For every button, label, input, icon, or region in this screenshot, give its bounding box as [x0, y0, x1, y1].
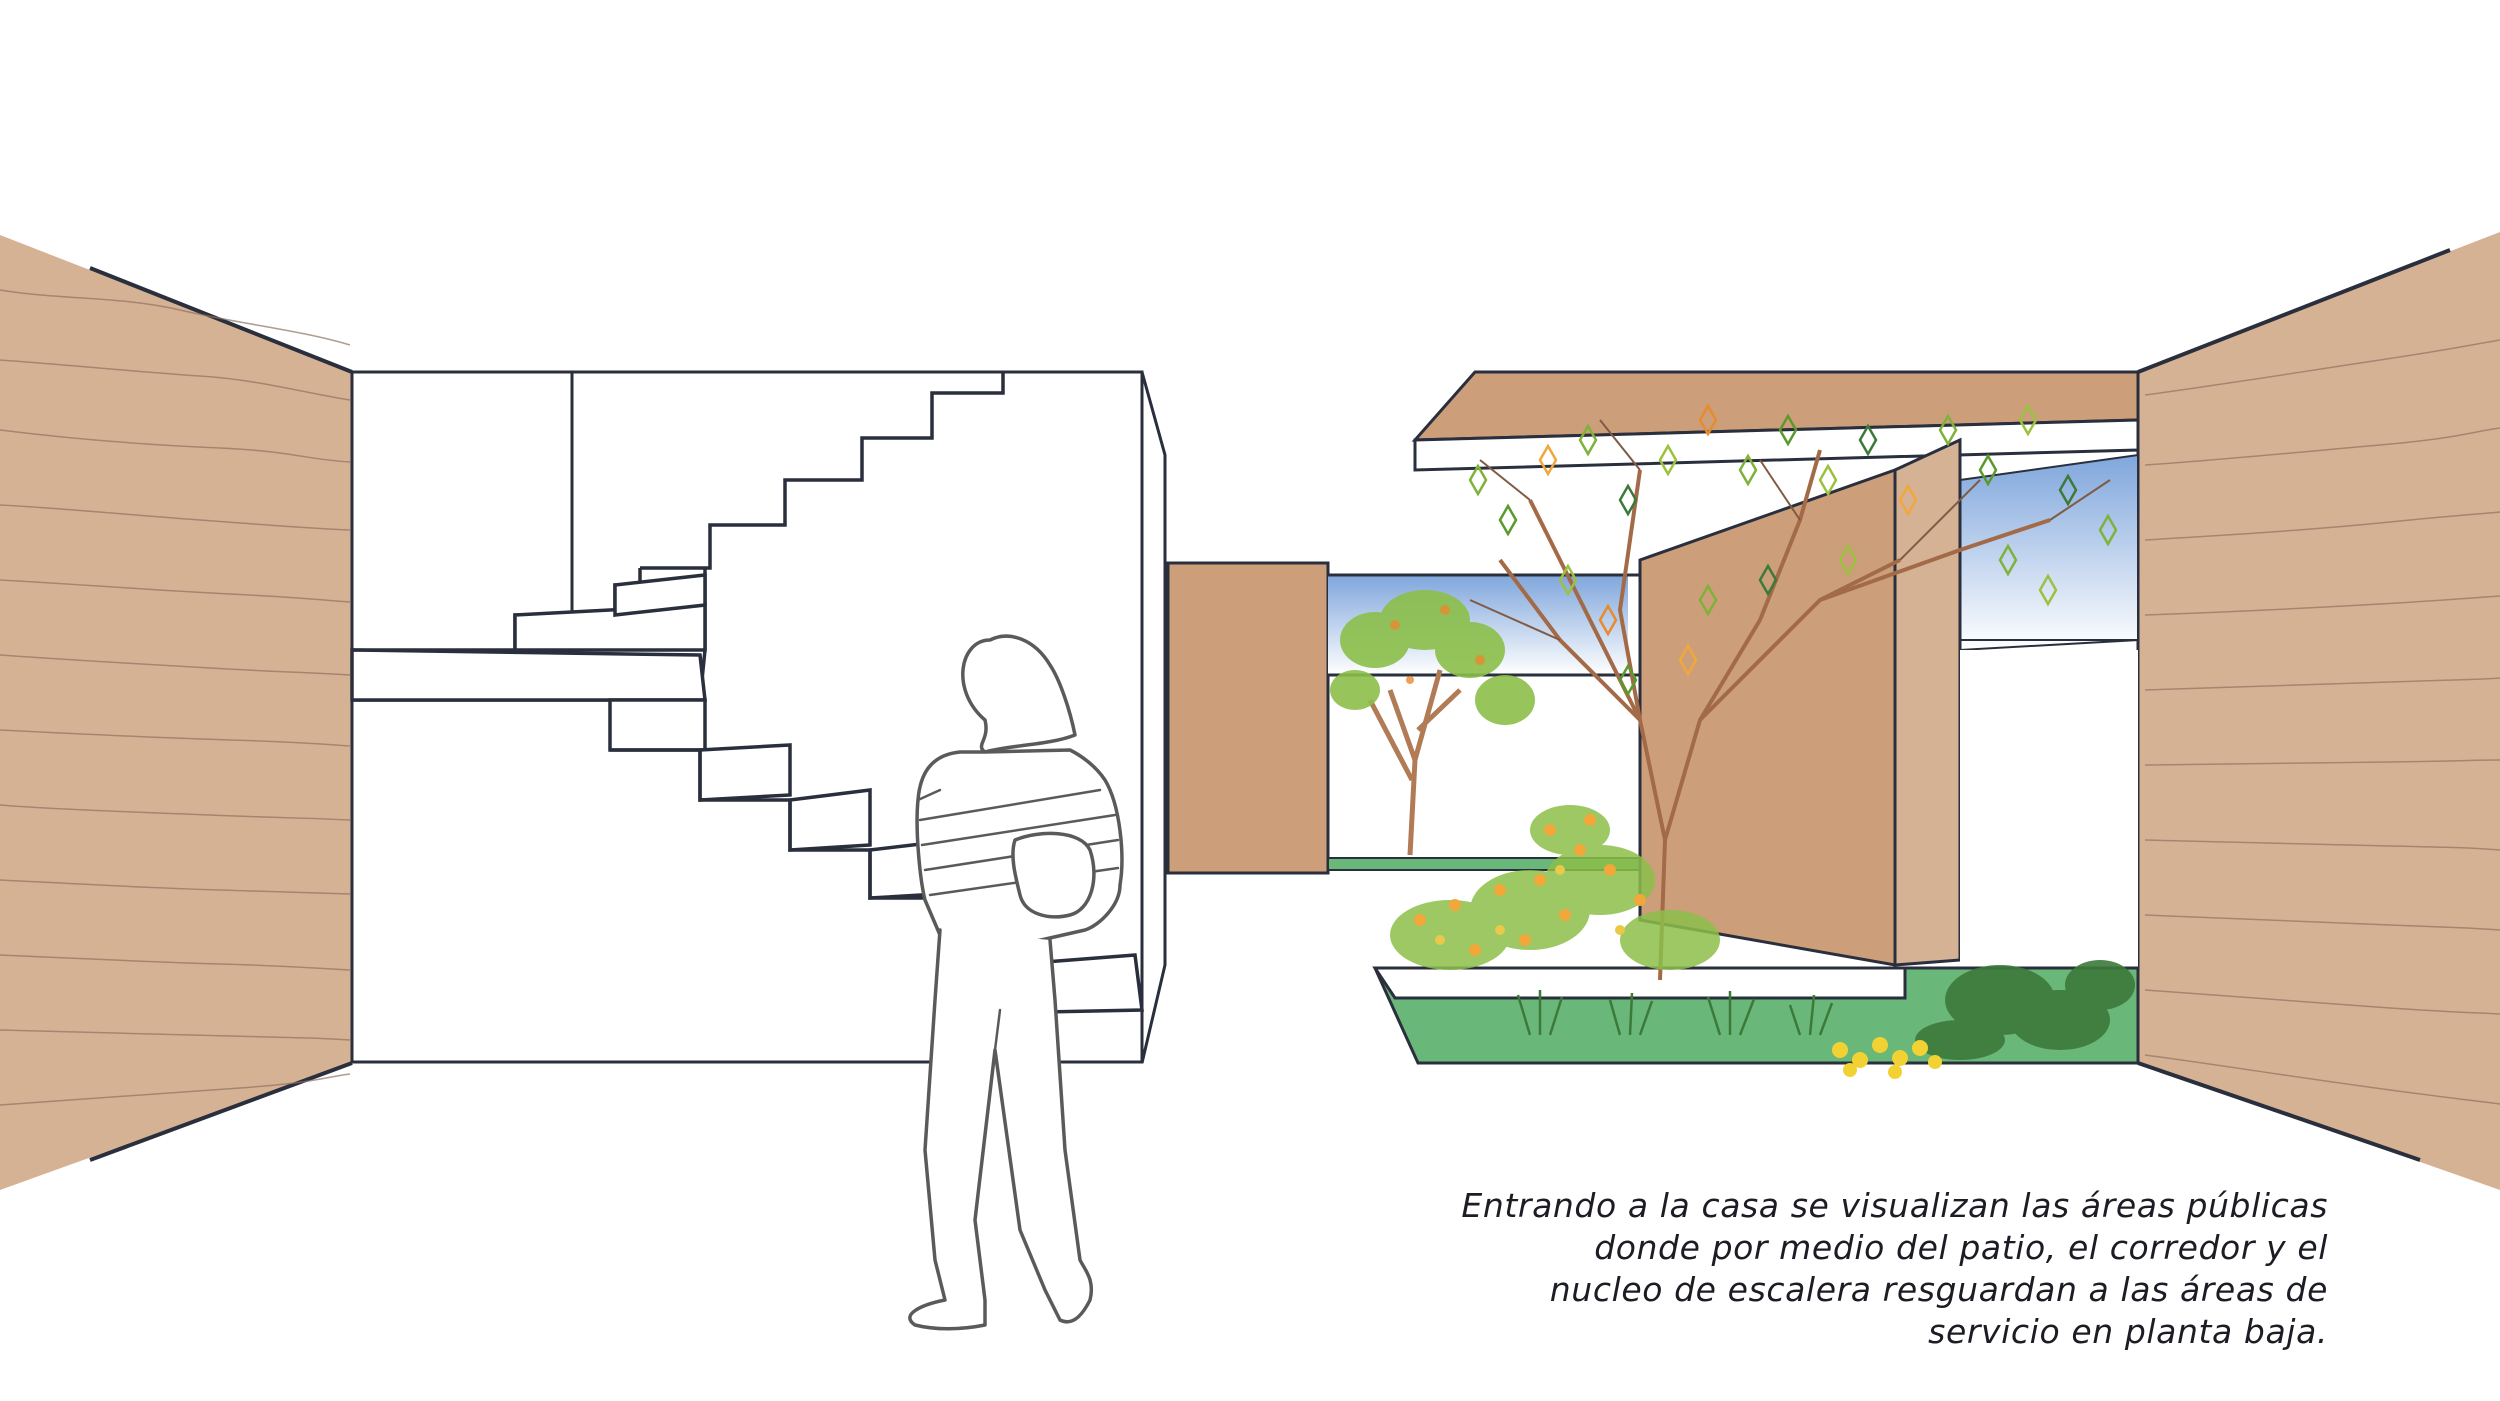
caption-text: Entrando a la casa se visualizan las áre… [1428, 1185, 2328, 1353]
caption-line: Entrando a la casa se visualizan las áre… [1461, 1186, 2328, 1225]
caption-line: servicio en planta baja. [1928, 1312, 2328, 1351]
right-wall [2136, 232, 2500, 1190]
patio-roof [1411, 370, 2140, 652]
corridor-column [1166, 561, 1330, 875]
person-figure [908, 634, 1124, 1331]
left-wall [0, 235, 354, 1190]
caption-line: donde por medio del patio, el corredor y… [1594, 1228, 2328, 1267]
caption-line: nucleo de escalera resguardan a las área… [1549, 1270, 2328, 1309]
background-tree [1330, 590, 1535, 856]
patio-tree [1468, 403, 2118, 981]
garden-shrubs [1390, 805, 2135, 1079]
